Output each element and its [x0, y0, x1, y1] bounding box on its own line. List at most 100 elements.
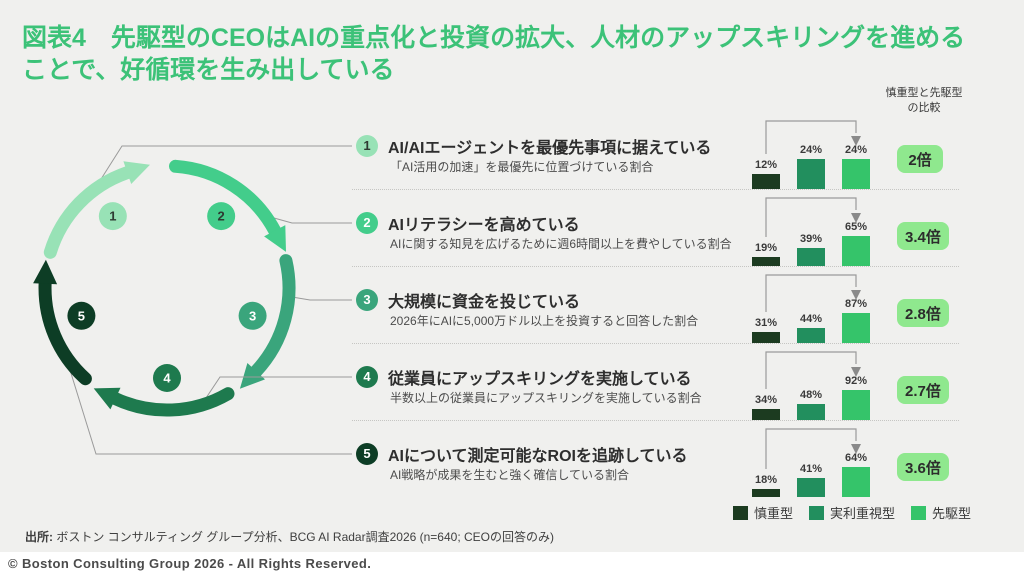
comparison-bracket — [765, 428, 857, 469]
comparison-bracket — [765, 197, 857, 237]
bar-value-label: 41% — [800, 463, 822, 475]
bar-pragmatic — [797, 328, 825, 343]
bracket-arrow-icon — [851, 367, 861, 377]
bar-cautious — [752, 489, 780, 497]
metric-title: 大規模に資金を投じている — [388, 294, 581, 311]
step-number-badge: 3 — [356, 289, 378, 311]
metric-title: AIリテラシーを高めている — [388, 217, 580, 234]
metric-row: 1 AI/AIエージェントを最優先事項に据えている 「AI活用の加速」を最優先に… — [352, 113, 959, 190]
bar-value-label: 65% — [845, 221, 867, 233]
cycle-step-circle-5 — [67, 301, 96, 330]
bar-value-label: 44% — [800, 313, 822, 325]
legend-item: 慎重型 — [733, 503, 793, 522]
bar-value-label: 39% — [800, 233, 822, 245]
step-number-badge: 5 — [356, 443, 378, 465]
legend-item: 先駆型 — [911, 503, 971, 522]
bar-value-label: 64% — [845, 452, 867, 464]
legend-item: 実利重視型 — [809, 503, 895, 522]
bar-value-label: 18% — [755, 474, 777, 486]
bar-pioneer — [842, 236, 870, 266]
bar-value-label: 87% — [845, 298, 867, 310]
metric-row: 5 AIについて測定可能なROIを追跡している AI戦略が成果を生むと強く確信し… — [352, 421, 959, 498]
legend-swatch-icon — [809, 505, 825, 520]
comparison-header-line2: の比較 — [907, 101, 941, 114]
copyright-footer: © Boston Consulting Group 2026 - All Rig… — [0, 552, 1024, 576]
mini-bar-chart: 18% 41% 64% — [752, 428, 870, 497]
chart-legend: 慎重型 実利重視型 先駆型 — [733, 503, 971, 522]
multiplier-badge: 3.4倍 — [897, 222, 949, 250]
cycle-arc-4 — [108, 387, 235, 417]
bar-pragmatic — [797, 478, 825, 497]
mini-bar-chart: 34% 48% 92% — [752, 351, 870, 420]
bar-cautious — [752, 409, 780, 420]
comparison-header-line1: 慎重型と先駆型 — [885, 87, 963, 99]
bar-value-label: 92% — [845, 375, 867, 387]
step-number-badge: 2 — [356, 212, 378, 234]
copyright-text: © Boston Consulting Group 2026 - All Rig… — [8, 556, 372, 571]
exhibit-title-line1: 図表4 先駆型のCEOはAIの重点化と投資の拡大、人材のアップスキリングを進める — [22, 24, 966, 52]
bar-value-label: 48% — [800, 389, 822, 401]
cycle-arc-5 — [38, 277, 92, 386]
legend-swatch-icon — [911, 505, 927, 520]
multiplier-badge: 2.7倍 — [897, 376, 949, 404]
connector-line-5 — [69, 369, 352, 455]
metric-subtitle: AI戦略が成果を生むと強く確信している割合 — [390, 468, 629, 482]
step-number: 4 — [363, 369, 371, 384]
cycle-step-number-4: 4 — [163, 371, 171, 386]
bar-cautious — [752, 257, 780, 266]
multiplier-badge: 2.8倍 — [897, 299, 949, 327]
metric-title: AI/AIエージェントを最優先事項に据えている — [388, 140, 712, 157]
cycle-arrow-icon-4 — [93, 387, 121, 410]
metric-row: 3 大規模に資金を投じている 2026年にAIに5,000万ドル以上を投資すると… — [352, 267, 959, 344]
bar-pioneer — [842, 159, 870, 189]
cycle-step-circle-1 — [98, 202, 127, 231]
step-number: 2 — [363, 215, 371, 230]
cycle-arc-3 — [249, 254, 296, 378]
cycle-step-circle-3 — [238, 301, 267, 330]
metric-rows: 1 AI/AIエージェントを最優先事項に据えている 「AI活用の加速」を最優先に… — [352, 113, 959, 498]
connector-line-3 — [291, 296, 352, 301]
metric-subtitle: 2026年にAIに5,000万ドル以上を投資すると回答した割合 — [390, 314, 699, 328]
bar-value-label: 12% — [755, 159, 777, 171]
source-note: 出所: ボストン コンサルティング グループ分析、BCG AI Radar調査2… — [25, 528, 554, 545]
cycle-arrow-icon-5 — [33, 259, 58, 285]
metric-subtitle: 半数以上の従業員にアップスキリングを実施している割合 — [390, 391, 702, 405]
cycle-arc-1 — [43, 166, 134, 259]
legend-label: 先駆型 — [932, 506, 972, 521]
metric-row: 4 従業員にアップスキリングを実施している 半数以上の従業員にアップスキリングを… — [352, 344, 959, 421]
mini-bar-chart: 12%24%24% — [752, 120, 870, 189]
connector-line-4 — [201, 376, 352, 405]
mini-bar-chart: 19% 39% 65% — [752, 197, 870, 266]
comparison-bracket — [765, 120, 857, 154]
bracket-arrow-icon — [851, 213, 861, 223]
metric-title: AIについて測定可能なROIを追跡している — [388, 448, 688, 465]
bar-pragmatic — [797, 248, 825, 266]
multiplier-badge: 3.6倍 — [897, 453, 949, 481]
bracket-arrow-icon — [851, 444, 861, 454]
bar-value-label: 31% — [755, 317, 777, 329]
comparison-bracket — [765, 274, 857, 312]
legend-label: 慎重型 — [754, 506, 794, 521]
source-text: ボストン コンサルティング グループ分析、BCG AI Radar調査2026 … — [53, 530, 554, 544]
cycle-step-circle-4 — [153, 364, 181, 392]
bar-cautious — [752, 332, 780, 343]
bracket-arrow-icon — [851, 136, 861, 146]
bar-pioneer — [842, 313, 870, 343]
bar-value-label: 34% — [755, 394, 777, 406]
bar-value-label: 19% — [755, 242, 777, 254]
bar-pragmatic — [797, 159, 825, 189]
cycle-step-number-3: 3 — [249, 308, 256, 323]
connector-line-2 — [273, 217, 352, 224]
legend-swatch-icon — [733, 505, 748, 520]
bar-pioneer — [842, 390, 870, 420]
cycle-arc-2 — [169, 159, 282, 238]
connector-line-1 — [95, 145, 352, 188]
metric-subtitle: 「AI活用の加速」を最優先に位置づけている割合 — [390, 160, 654, 174]
metric-subtitle: AIに関する知見を広げるために週6時間以上を費やしている割合 — [390, 237, 732, 251]
multiplier-badge: 2倍 — [897, 145, 943, 173]
step-number: 5 — [363, 446, 371, 461]
bar-value-label: 24% — [800, 144, 822, 156]
cycle-arrow-icon-3 — [239, 363, 265, 389]
metric-row: 2 AIリテラシーを高めている AIに関する知見を広げるために週6時間以上を費や… — [352, 190, 959, 267]
